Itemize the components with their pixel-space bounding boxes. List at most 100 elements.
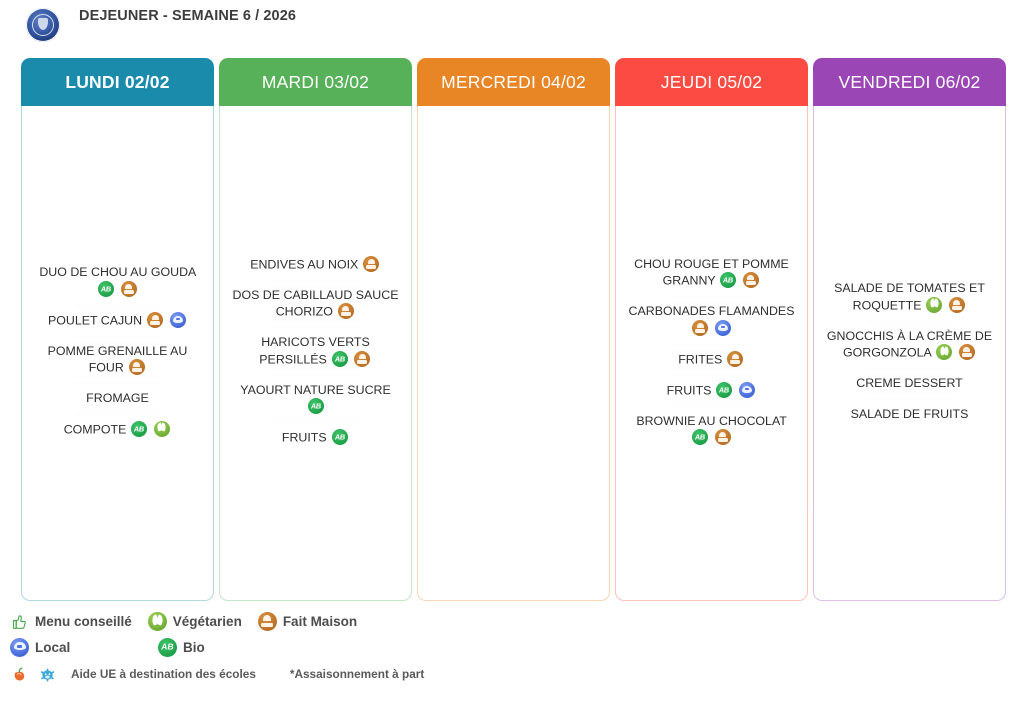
bio-ab-icon <box>331 429 348 446</box>
page-header: DEJEUNER - SEMAINE 6 / 2026 <box>0 0 1024 46</box>
thumbs-up-icon <box>10 612 29 631</box>
dish-name: FRUITS <box>281 430 327 445</box>
legend-label-menu-conseille: Menu conseillé <box>35 613 132 629</box>
day-header-mardi[interactable]: MARDI 03/02 <box>219 58 412 106</box>
day-body-mercredi <box>417 106 610 601</box>
day-column-mercredi: MERCREDI 04/02 <box>417 58 610 601</box>
dish-name: GNOCCHIS À LA CRÈME DE GORGONZOLA <box>826 328 993 360</box>
homemade-pot-icon <box>147 311 164 328</box>
page-title: DEJEUNER - SEMAINE 6 / 2026 <box>79 8 297 24</box>
legend-label-vegetarien: Végétarien <box>172 613 242 629</box>
bio-ab-icon <box>98 280 115 297</box>
legend-label-fait-maison: Fait Maison <box>282 613 358 629</box>
legend-label-local: Local <box>35 639 71 655</box>
legend-item-bio: Bio <box>158 637 205 657</box>
day-header-vendredi[interactable]: VENDREDI 06/02 <box>813 58 1006 106</box>
day-header-jeudi[interactable]: JEUDI 05/02 <box>615 58 808 106</box>
vegetarian-leaf-icon <box>153 420 170 437</box>
bio-ab-icon <box>692 429 709 446</box>
dish-name: DUO DE CHOU AU GOUDA <box>39 265 196 280</box>
legend-item-vegetarien: Végétarien <box>147 611 242 631</box>
bio-ab-icon <box>307 398 324 415</box>
local-product-icon <box>738 381 755 398</box>
legend-row-1: Menu conseillé Végétarien Fait Maison <box>10 608 1010 634</box>
bio-ab-icon <box>331 350 348 367</box>
dish-item[interactable]: HARICOTS VERTS PERSILLÉS <box>228 327 403 375</box>
dish-item[interactable]: CREME DESSERT <box>822 368 997 399</box>
dish-item[interactable]: DUO DE CHOU AU GOUDA <box>30 257 205 305</box>
dish-item[interactable]: ENDIVES AU NOIX <box>228 249 403 280</box>
dish-name: POULET CAJUN <box>47 313 143 328</box>
dish-item[interactable]: BROWNIE AU CHOCOLAT <box>624 405 799 454</box>
dish-item[interactable]: COMPOTE <box>30 413 205 445</box>
dish-name: YAOURT NATURE SUCRE <box>240 382 391 397</box>
homemade-pot-icon <box>120 280 137 297</box>
bio-ab-icon <box>716 381 733 398</box>
vegetarian-leaf-icon <box>936 344 953 360</box>
legend-row-2: Local Bio <box>10 634 1010 660</box>
homemade-pot-icon <box>958 344 975 360</box>
day-header-mercredi[interactable]: MERCREDI 04/02 <box>417 58 610 106</box>
dish-name: POMME GRENAILLE AU FOUR <box>47 343 188 375</box>
homemade-pot-icon <box>337 303 354 320</box>
bio-ab-icon <box>720 272 737 289</box>
vegetarian-leaf-icon <box>926 296 943 313</box>
dish-item[interactable]: FRITES <box>624 343 799 375</box>
dish-item[interactable]: POMME GRENAILLE AU FOUR <box>30 335 205 384</box>
dish-item[interactable]: SALADE DE FRUITS <box>822 398 997 430</box>
dish-name: SALADE DE FRUITS <box>850 406 969 421</box>
fruit-icon <box>10 665 29 684</box>
homemade-pot-icon <box>354 350 371 367</box>
dish-name: COMPOTE <box>63 422 127 437</box>
dish-item[interactable]: CARBONADES FLAMANDES <box>624 296 799 344</box>
dish-item[interactable]: CHOU ROUGE ET POMME GRANNY <box>624 249 799 297</box>
legend-label-bio: Bio <box>183 639 205 655</box>
dish-item[interactable]: FROMAGE <box>30 383 205 414</box>
bio-ab-icon <box>131 420 148 437</box>
vegetarian-leaf-icon <box>147 611 167 631</box>
dish-name: CREME DESSERT <box>856 376 963 390</box>
dish-item[interactable]: FRUITS <box>228 422 403 453</box>
dish-item[interactable]: POULET CAJUN <box>30 304 205 336</box>
dish-name: BROWNIE AU CHOCOLAT <box>636 413 787 428</box>
homemade-pot-icon <box>363 255 380 272</box>
legend-item-local: Local <box>10 637 158 657</box>
legend: Menu conseillé Végétarien Fait Maison Lo… <box>10 608 1010 686</box>
dish-item[interactable]: GNOCCHIS À LA CRÈME DE GORGONZOLA <box>822 320 997 369</box>
dish-name: FRUITS <box>666 383 712 398</box>
eu-aid-note: Aide UE à destination des écoles <box>71 667 256 681</box>
dish-item[interactable]: DOS DE CABILLAUD SAUCE CHORIZO <box>228 279 403 328</box>
homemade-pot-icon <box>128 359 145 376</box>
day-body-vendredi: SALADE DE TOMATES ET ROQUETTE GNOCCHIS À… <box>813 106 1006 601</box>
homemade-pot-icon <box>257 611 277 631</box>
homemade-pot-icon <box>714 429 731 446</box>
legend-row-3: Aide UE à destination des écoles *Assais… <box>10 662 1010 686</box>
legend-item-menu-conseille: Menu conseillé <box>10 612 132 631</box>
homemade-pot-icon <box>742 272 759 289</box>
dish-item[interactable]: YAOURT NATURE SUCRE <box>228 374 403 423</box>
dish-name: HARICOTS VERTS PERSILLÉS <box>259 335 370 367</box>
day-body-mardi: ENDIVES AU NOIX DOS DE CABILLAUD SAUCE C… <box>219 106 412 601</box>
day-body-lundi: DUO DE CHOU AU GOUDA POULET CAJUN POMME … <box>21 106 214 601</box>
local-product-icon <box>169 311 186 328</box>
dish-item[interactable]: SALADE DE TOMATES ET ROQUETTE <box>822 273 997 321</box>
homemade-pot-icon <box>692 319 709 336</box>
dish-item[interactable]: FRUITS <box>624 374 799 406</box>
day-header-lundi[interactable]: LUNDI 02/02 <box>21 58 214 106</box>
dish-name: SALADE DE TOMATES ET ROQUETTE <box>834 281 985 312</box>
day-body-jeudi: CHOU ROUGE ET POMME GRANNY CARBONADES FL… <box>615 106 808 601</box>
dish-name: ENDIVES AU NOIX <box>250 257 359 272</box>
homemade-pot-icon <box>948 296 965 313</box>
cow-icon <box>38 665 57 684</box>
dish-name: DOS DE CABILLAUD SAUCE CHORIZO <box>232 287 399 319</box>
dish-name: CARBONADES FLAMANDES <box>628 304 795 319</box>
school-crest-logo <box>26 8 60 42</box>
legend-item-fait-maison: Fait Maison <box>257 611 358 631</box>
homemade-pot-icon <box>727 350 744 367</box>
dish-name: FROMAGE <box>86 391 149 406</box>
